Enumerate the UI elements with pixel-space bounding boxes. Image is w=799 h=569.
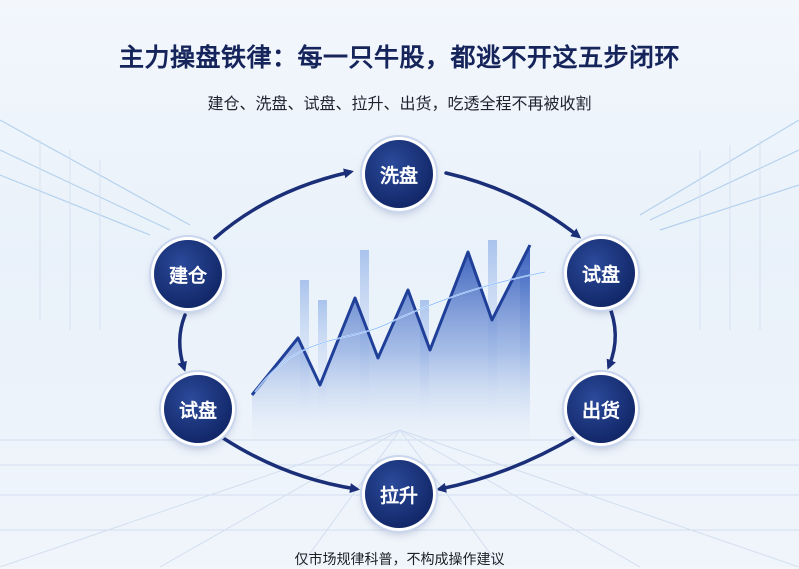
node-distribution: 出货 xyxy=(567,375,635,443)
page-title: 主力操盘铁律：每一只牛股，都逃不开这五步闭环 xyxy=(118,43,680,72)
disclaimer: 仅市场规律科普，不构成操作建议 xyxy=(294,552,505,568)
node-washout: 洗盘 xyxy=(365,140,433,208)
arrow-distribution-to-markup xyxy=(436,434,578,493)
node-accumulation: 建仓 xyxy=(154,240,222,308)
node-label: 拉升 xyxy=(379,484,418,507)
node-markup: 拉升 xyxy=(365,460,433,528)
node-test-left: 试盘 xyxy=(164,375,232,443)
arrow-accumulation-to-test xyxy=(177,313,187,372)
node-label: 试盘 xyxy=(581,263,620,286)
page-subtitle: 建仓、洗盘、试盘、拉升、出货，吃透全程不再被收割 xyxy=(207,94,592,113)
node-label: 建仓 xyxy=(168,264,207,287)
node-label: 洗盘 xyxy=(379,164,418,187)
arrow-washout-to-test xyxy=(444,171,582,239)
arrow-test-to-distribution xyxy=(606,301,617,370)
arrow-test-to-markup xyxy=(221,436,360,494)
rising-chart-line xyxy=(250,244,532,396)
node-label: 出货 xyxy=(581,399,620,422)
node-test-right: 试盘 xyxy=(567,239,635,307)
node-label: 试盘 xyxy=(178,399,217,422)
arrow-accumulation-to-washout xyxy=(213,168,354,240)
